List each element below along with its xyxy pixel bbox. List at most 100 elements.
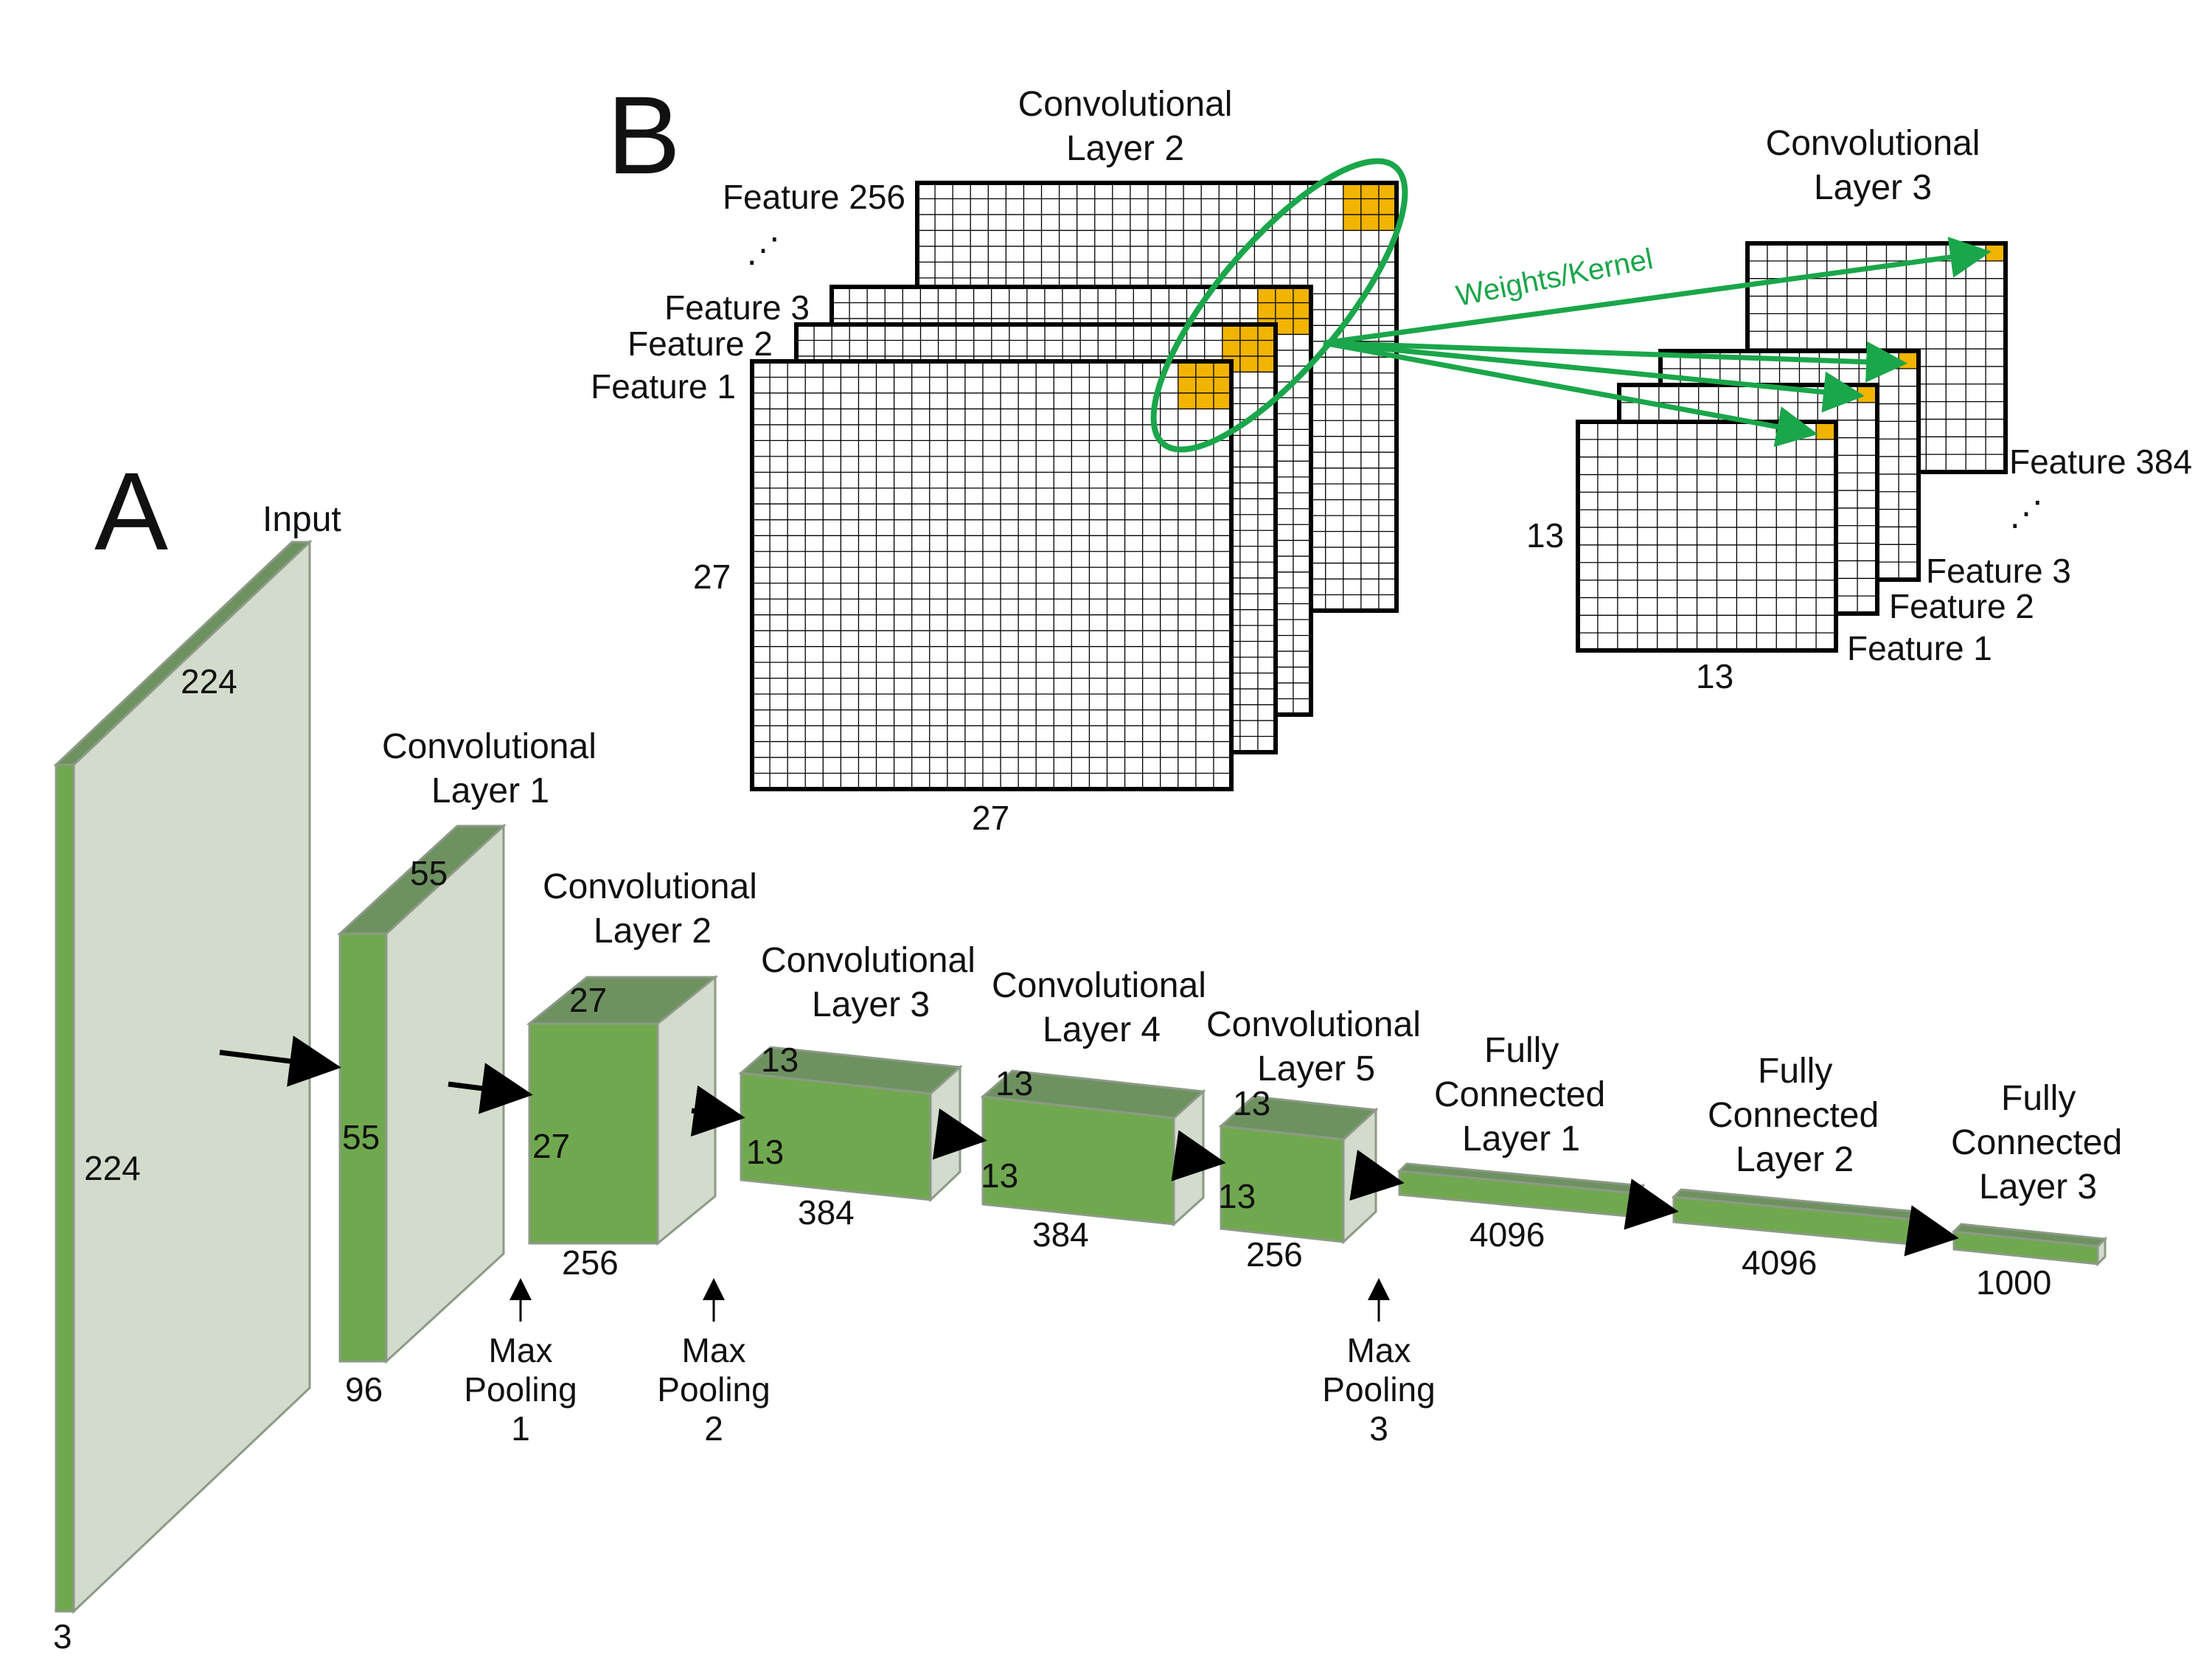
pool1-line1: Max: [489, 1331, 553, 1369]
conv1-layer: [337, 823, 507, 1364]
conv5-title-line1: Convolutional: [1206, 1005, 1421, 1044]
arrow-input-conv1: [219, 1035, 341, 1087]
b-conv2-title-line2: Layer 2: [1066, 129, 1184, 168]
fc3-title-line1: Fully: [2001, 1079, 2076, 1118]
b-conv3-title-line1: Convolutional: [1766, 124, 1980, 163]
conv5-title-line2: Layer 5: [1257, 1049, 1375, 1089]
conv1-front-face: [338, 932, 388, 1363]
b-conv2-width: 27: [972, 799, 1009, 837]
panel-b-feature-maps: [750, 181, 2008, 791]
conv4-title-line1: Convolutional: [992, 966, 1206, 1005]
conv3-width-label: 13: [761, 1041, 799, 1079]
b-conv3-feature-1: Feature 1: [1847, 629, 1992, 667]
conv5-width-label: 13: [1233, 1084, 1270, 1122]
panel-label-a: A: [94, 449, 168, 573]
conv4-title-line2: Layer 4: [1043, 1010, 1161, 1049]
conv2-title-line2: Layer 2: [594, 912, 712, 951]
conv3-title-line2: Layer 3: [812, 985, 930, 1024]
conv2-layer: [526, 974, 719, 1246]
conv1-width-label: 55: [410, 854, 448, 892]
b-conv3-map-384-kernel-patch: [1986, 243, 2006, 261]
b-conv3-feature-2: Feature 2: [1889, 587, 2034, 625]
conv1-title-line2: Layer 1: [431, 771, 549, 810]
kernel-arrow-1: [1323, 340, 1818, 448]
fc2-title-line1: Fully: [1758, 1052, 1832, 1091]
arrow-conv5-fc1: [1349, 1149, 1405, 1201]
b-conv2-map-1: [750, 359, 1234, 791]
b-conv3-map-3-kernel-patch: [1899, 351, 1919, 369]
pool1-line2: Pooling: [464, 1370, 577, 1409]
input-front-face: [55, 763, 75, 1613]
fc2-size-label: 4096: [1742, 1243, 1817, 1282]
pool2-line3: 2: [704, 1409, 723, 1448]
input-height-label: 224: [84, 1149, 141, 1187]
conv3-height-label: 13: [746, 1133, 784, 1171]
arrow-fc1-fc2: [1624, 1178, 1679, 1230]
conv1-depth-label: 96: [345, 1370, 383, 1409]
conv5-layer: [1218, 1095, 1379, 1245]
kernel-arrow-2: [1323, 340, 1865, 413]
b-conv3-ellipsis: ⋰: [2009, 494, 2043, 532]
arrow-conv4-conv5: [1171, 1130, 1226, 1181]
conv2-height-label: 27: [532, 1127, 570, 1165]
conv5-height-label: 13: [1218, 1177, 1256, 1215]
b-conv2-height: 27: [693, 558, 731, 596]
b-conv2-ellipsis: ⋰: [746, 231, 780, 269]
b-conv3-width: 13: [1696, 657, 1733, 695]
pool2-line2: Pooling: [657, 1370, 770, 1409]
conv5-depth-label: 256: [1246, 1235, 1303, 1274]
fc1-title-line1: Fully: [1484, 1031, 1559, 1070]
conv2-depth-label: 256: [562, 1243, 619, 1282]
b-conv3-feature-384: Feature 384: [2009, 442, 2192, 481]
input-side-face: [72, 539, 311, 1614]
fc1-size-label: 4096: [1470, 1215, 1545, 1254]
b-conv3-map-1-kernel-patch: [1816, 422, 1836, 440]
b-conv3-map-2-kernel-patch: [1857, 385, 1877, 403]
b-conv2-feature-2: Feature 2: [627, 324, 773, 363]
conv4-width-label: 13: [995, 1064, 1033, 1103]
conv4-height-label: 13: [981, 1156, 1018, 1195]
b-conv2-feature-1: Feature 1: [591, 367, 736, 406]
conv4-layer: [980, 1069, 1206, 1227]
conv2-title-line1: Convolutional: [543, 867, 757, 906]
b-conv2-feature-3: Feature 3: [664, 288, 810, 327]
pool1-line3: 1: [511, 1409, 530, 1448]
conv4-front-face: [981, 1095, 1175, 1226]
b-conv2-map-256-kernel-patch: [1343, 183, 1397, 231]
conv3-layer: [738, 1046, 963, 1203]
conv1-height-label: 55: [342, 1118, 380, 1156]
b-conv3-feature-3: Feature 3: [1926, 552, 2071, 590]
conv1-title-line1: Convolutional: [382, 727, 597, 766]
conv4-depth-label: 384: [1032, 1215, 1089, 1254]
fc2-title-line3: Layer 2: [1736, 1140, 1854, 1179]
conv2-width-label: 27: [569, 981, 607, 1019]
arrow-conv3-conv4: [932, 1108, 987, 1160]
pool3-line3: 3: [1369, 1409, 1388, 1448]
conv5-front-face: [1220, 1125, 1345, 1243]
fc3-layer: [1951, 1223, 2108, 1267]
kernel-arrow-3: [1323, 340, 1907, 383]
input-width-label: 224: [181, 662, 237, 701]
b-conv3-map-1: [1576, 420, 1838, 653]
pool3-line2: Pooling: [1322, 1370, 1435, 1409]
fc3-title-line2: Connected: [1951, 1123, 2122, 1162]
kernel-arrow-384: [1323, 236, 1992, 346]
conv3-front-face: [740, 1072, 932, 1201]
fc2-layer: [1671, 1188, 1920, 1247]
conv3-title-line1: Convolutional: [761, 941, 975, 980]
panel-label-b: B: [607, 73, 681, 197]
conv2-front-face: [528, 1022, 659, 1245]
b-conv3-title-line2: Layer 3: [1814, 168, 1932, 207]
fc1-title-line2: Connected: [1434, 1075, 1605, 1114]
arrow-fc2-fc3: [1904, 1205, 1959, 1257]
b-conv2-map-1-kernel-patch: [1178, 361, 1231, 409]
conv3-depth-label: 384: [798, 1193, 855, 1232]
b-conv3-height: 13: [1526, 516, 1564, 555]
b-conv2-title-line1: Convolutional: [1018, 85, 1233, 124]
fc1-layer: [1397, 1162, 1646, 1220]
fc3-size-label: 1000: [1976, 1263, 2051, 1302]
fc3-title-line3: Layer 3: [1979, 1167, 2097, 1207]
fc2-title-line2: Connected: [1708, 1096, 1879, 1135]
